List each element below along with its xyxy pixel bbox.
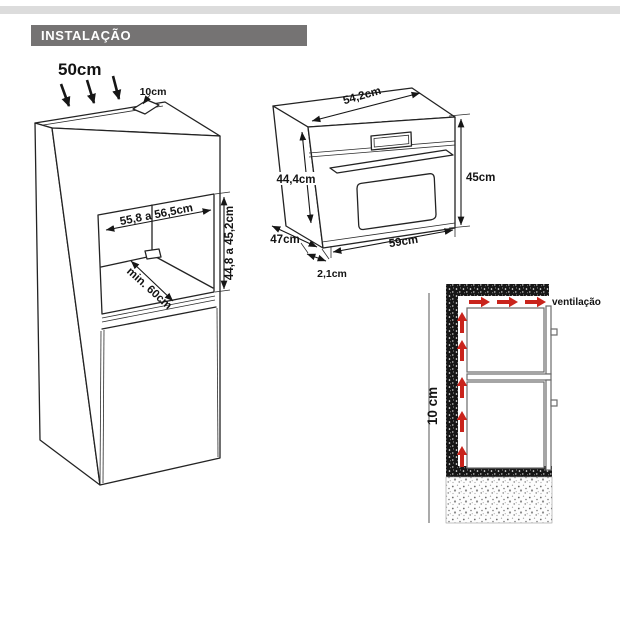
label-ventilation: ventilação [552, 297, 601, 308]
oven-control-panel-line [308, 144, 456, 158]
niche-floor-corner-box [144, 248, 162, 260]
airflow-right-arrow-icon [497, 296, 518, 308]
extension-line [321, 248, 330, 260]
oven-door-window [356, 173, 437, 231]
oven-body-depth-arrow [271, 225, 318, 248]
lower-appliance-box [466, 381, 545, 469]
extension-line [448, 113, 471, 117]
cabinet-door-right-edge [216, 307, 219, 458]
lower-appliance-handle [550, 399, 558, 407]
niche-width-arrow [105, 208, 212, 232]
section-header: INSTALAÇÃO [31, 25, 307, 46]
airflow-right-arrow-icon [525, 296, 546, 308]
label-base-clearance: 10 cm [425, 387, 440, 425]
oven-display [370, 131, 413, 151]
label-top-clearance: 50cm [58, 60, 101, 79]
label-oven-front-height: 45cm [466, 172, 495, 184]
floor-bar [446, 466, 552, 477]
airflow-up-arrows [456, 312, 468, 467]
extension-line [214, 289, 231, 293]
extension-line [448, 225, 471, 229]
label-rear-gap: 10cm [140, 86, 167, 98]
down-arrow-icon [111, 75, 122, 100]
section-title: INSTALAÇÃO [41, 28, 132, 43]
airflow-right-arrows [469, 296, 546, 308]
extension-line [300, 242, 309, 254]
label-backing [274, 172, 318, 185]
upper-appliance-door [545, 305, 552, 375]
down-arrow-icon [85, 79, 96, 104]
oven-display-inner [373, 134, 410, 148]
cabinet-rear-notch [132, 99, 160, 115]
rear-gap-arrow-icon [142, 94, 151, 105]
airflow-right-arrow-icon [469, 296, 490, 308]
side-wall-bar [446, 296, 458, 466]
label-oven-door-thickness: 2,1cm [317, 268, 347, 280]
extension-line [214, 191, 231, 195]
cabinet-diagram: 50cm 10cm 55,8 a 56,5cm min. 60cm 44,8 a… [34, 60, 236, 486]
airflow-up-arrow-icon [456, 411, 468, 432]
top-clearance-arrows [59, 75, 122, 107]
plinth-base [445, 476, 553, 524]
ventilation-diagram: 10 cm [425, 284, 601, 524]
label-oven-body-height: 44,4cm [276, 174, 315, 186]
lower-appliance-door [545, 379, 552, 471]
airflow-up-arrow-icon [456, 340, 468, 361]
label-oven-body-depth: 47cm [270, 234, 299, 246]
down-arrow-icon [59, 83, 71, 107]
oven-diagram: 54,2cm 44,4cm 45cm 47cm 59cm 2,1cm [270, 85, 495, 280]
airflow-up-arrow-icon [456, 446, 468, 467]
niche-floor-left-line [100, 255, 153, 268]
oven-door-thickness-arrow [306, 253, 327, 262]
niche-sill-line [101, 295, 216, 319]
label-niche-height: 44,8 a 45,2cm [224, 206, 236, 280]
countertop-bar [446, 284, 549, 296]
top-strip [0, 6, 620, 14]
cabinet-door-left-edge [99, 330, 102, 484]
upper-appliance-handle [550, 328, 558, 336]
upper-appliance-box [466, 307, 545, 373]
cabinet-door-top-edge [101, 306, 217, 330]
label-oven-width: 59cm [388, 234, 419, 250]
shelf-divider [466, 373, 552, 381]
cabinet-door-left-edge [102, 329, 105, 484]
niche-depth-arrow [130, 260, 174, 302]
airflow-up-arrow-icon [456, 312, 468, 333]
oven-door-handle [329, 149, 454, 174]
airflow-up-arrow-icon [456, 377, 468, 398]
oven-width-arrow [332, 228, 454, 254]
oven-top-depth-arrow [311, 91, 421, 123]
niche-sill-line [101, 299, 216, 323]
